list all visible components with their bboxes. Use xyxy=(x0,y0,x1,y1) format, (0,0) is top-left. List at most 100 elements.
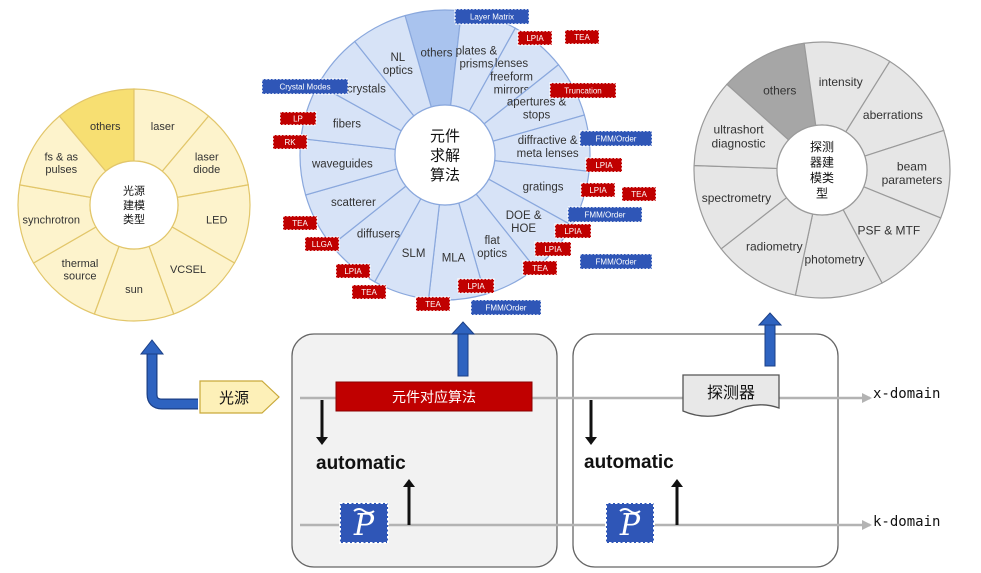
algorithm-tag-box xyxy=(579,130,653,147)
algorithm-tag-box xyxy=(457,278,495,294)
algorithm-tag-label: LP xyxy=(293,115,303,124)
algorithm-tag-box xyxy=(621,186,657,202)
source-center-label: 光源建模类型 xyxy=(123,184,145,227)
algorithm-tag-label: RK xyxy=(284,138,296,147)
source-segment-label: LED xyxy=(206,214,227,226)
source-segment-label: laser xyxy=(151,121,175,133)
algorithm-tag-box xyxy=(454,8,530,25)
detector-segment-label: radiometry xyxy=(746,240,803,254)
element-up-arrow-shaft xyxy=(457,331,469,377)
algorithm-tag-label: FMM/Order xyxy=(486,304,527,313)
detector-segment-label: intensity xyxy=(819,75,863,89)
source-bent-arrow-head xyxy=(139,339,165,355)
operator-icon-left: P xyxy=(339,502,389,544)
algorithm-tag-box xyxy=(522,260,558,276)
algorithm-tag-box xyxy=(554,223,592,239)
element-segment-label: DOE &HOE xyxy=(506,210,542,235)
element-segment-label: scatterer xyxy=(331,197,376,209)
element-algorithm-label: 元件对应算法 xyxy=(392,389,476,406)
algorithm-tag-box xyxy=(279,111,317,126)
element-segment-label: diffractive &meta lenses xyxy=(517,135,579,160)
algorithm-tag-box xyxy=(415,296,451,312)
algorithm-tag: TEA xyxy=(522,260,558,276)
detector-up-arrow xyxy=(757,312,783,367)
up-arrow-right-head xyxy=(671,479,683,487)
element-up-arrow xyxy=(450,321,476,377)
algorithm-tag-box xyxy=(282,215,318,231)
algorithm-tag-box xyxy=(579,253,653,270)
operator-icon-box xyxy=(605,502,655,544)
element-segment-label: crystals xyxy=(347,83,386,95)
algorithm-tag-box xyxy=(470,299,542,316)
detector-segment-label: aberrations xyxy=(863,108,923,122)
algorithm-tag-box xyxy=(351,284,387,300)
algorithm-tag: Truncation xyxy=(549,82,617,99)
element-segment-label: gratings xyxy=(523,181,564,193)
algorithm-tag: LPIA xyxy=(335,263,371,279)
source-bent-arrow-outline xyxy=(146,352,198,410)
algorithm-tag-box xyxy=(534,241,572,257)
algorithm-tag-label: FMM/Order xyxy=(596,135,637,144)
algorithm-tag-label: LPIA xyxy=(564,227,582,236)
algorithm-tag-box xyxy=(272,134,308,150)
x-domain-label: x-domain xyxy=(873,386,940,402)
algorithm-tag: LP xyxy=(279,111,317,126)
algorithm-tag: Layer Matrix xyxy=(454,8,530,25)
element-up-arrow-head xyxy=(450,321,476,335)
algorithm-tag-label: TEA xyxy=(574,33,590,42)
algorithm-tag: LLGA xyxy=(304,236,340,252)
algorithm-tag: LPIA xyxy=(534,241,572,257)
algorithm-tag-label: TEA xyxy=(361,288,377,297)
source-segment-label: others xyxy=(90,121,121,133)
detector-segment-label: photometry xyxy=(805,252,865,266)
algorithm-tag-label: TEA xyxy=(631,190,647,199)
algorithm-tag-label: LPIA xyxy=(467,282,485,291)
algorithm-tag-label: LPIA xyxy=(595,161,613,170)
detector-center-label: 探测器建模类型 xyxy=(810,140,834,201)
element-segment-label: apertures &stops xyxy=(507,96,567,121)
algorithm-tag-label: LLGA xyxy=(312,240,333,249)
algorithm-tag: TEA xyxy=(351,284,387,300)
algorithm-tag-label: FMM/Order xyxy=(585,211,626,220)
algorithm-tag: LPIA xyxy=(554,223,592,239)
algorithm-tag: TEA xyxy=(621,186,657,202)
automatic-label-right: automatic xyxy=(584,452,674,473)
algorithm-tag-box xyxy=(567,206,643,223)
algorithm-tag-label: LPIA xyxy=(544,245,562,254)
element-segment-label: others xyxy=(420,47,452,59)
algorithm-tag-label: LPIA xyxy=(344,267,362,276)
detector-up-arrow-head xyxy=(757,312,783,326)
detector-up-arrow-shaft xyxy=(764,322,776,367)
source-segment-label: synchrotron xyxy=(23,214,80,226)
algorithm-tag: TEA xyxy=(282,215,318,231)
element-segment-label: SLM xyxy=(402,248,426,260)
algorithm-tag: FMM/Order xyxy=(470,299,542,316)
source-segment-label: sun xyxy=(125,284,143,296)
algorithm-tag-label: LPIA xyxy=(526,34,544,43)
source-bent-arrow-shaft xyxy=(147,352,198,409)
element-segment-label: diffusers xyxy=(357,229,401,241)
algorithm-tag-box xyxy=(585,157,623,173)
algorithm-tag-label: Truncation xyxy=(564,87,602,96)
tilde-mark xyxy=(353,508,375,514)
algorithm-tag-label: Crystal Modes xyxy=(279,83,330,92)
source-segment-label: VCSEL xyxy=(170,264,206,276)
element-segment-label: MLA xyxy=(442,253,466,265)
algorithm-tag-label: TEA xyxy=(292,219,308,228)
algorithm-tag-box xyxy=(564,29,600,45)
up-arrow-left-head xyxy=(403,479,415,487)
algorithm-tag-box xyxy=(261,78,349,95)
algorithm-tag-box xyxy=(335,263,371,279)
element-segment-label: plates &prisms xyxy=(456,45,498,70)
algorithm-tag-label: FMM/Order xyxy=(596,258,637,267)
